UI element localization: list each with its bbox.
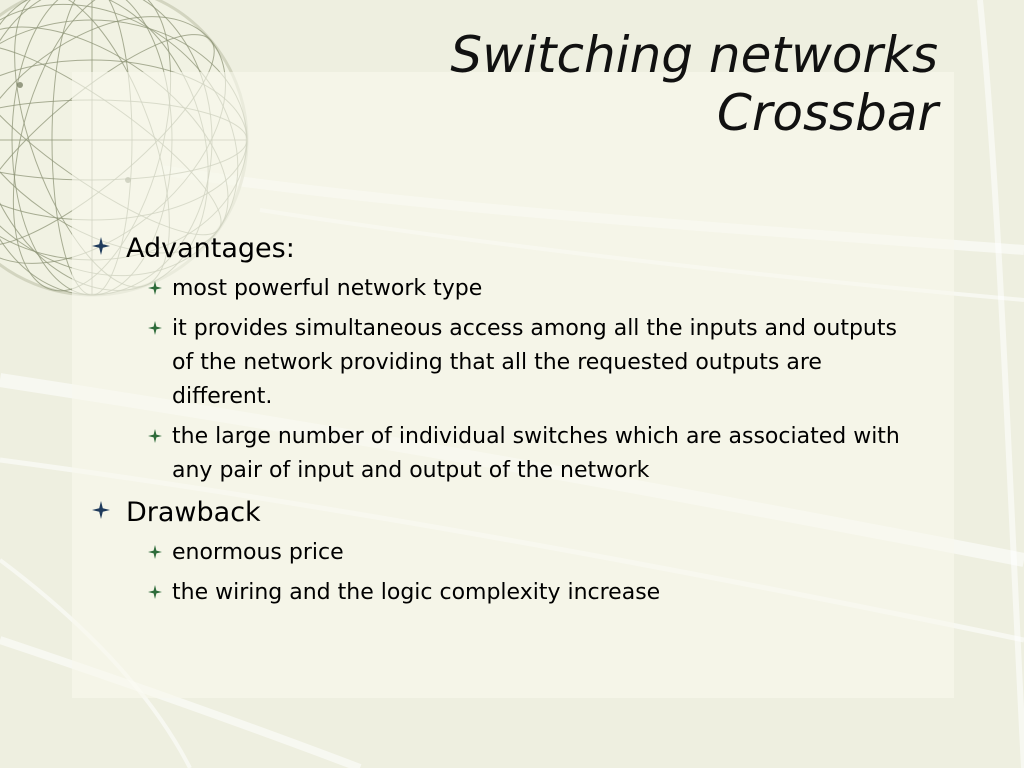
- section-advantages: Advantages: most powerful network type i…: [92, 230, 912, 488]
- four-point-star-icon: [148, 429, 162, 443]
- content-panel: [72, 72, 954, 698]
- four-point-star-icon: [92, 237, 110, 255]
- list-item: it provides simultaneous access among al…: [126, 312, 912, 414]
- advantages-list: most powerful network type it provides s…: [126, 272, 912, 488]
- four-point-star-icon: [148, 545, 162, 559]
- section-label: Drawback: [126, 497, 261, 528]
- drawback-list: enormous price the wiring and the logic …: [126, 536, 912, 610]
- list-item-text: enormous price: [172, 540, 344, 565]
- list-item-text: the wiring and the logic complexity incr…: [172, 580, 661, 605]
- list-item-text: most powerful network type: [172, 276, 483, 301]
- four-point-star-icon: [148, 321, 162, 335]
- list-item-text: the large number of individual switches …: [172, 424, 900, 483]
- title-line-2: Crossbar: [716, 84, 938, 142]
- section-drawback: Drawback enormous price the wiring and t…: [92, 494, 912, 610]
- bullet-list: Advantages: most powerful network type i…: [92, 230, 912, 616]
- four-point-star-icon: [148, 281, 162, 295]
- list-item: most powerful network type: [126, 272, 912, 306]
- title-line-1: Switching networks: [450, 26, 938, 84]
- list-item-text: it provides simultaneous access among al…: [172, 316, 897, 409]
- list-item: the large number of individual switches …: [126, 420, 912, 488]
- list-item: the wiring and the logic complexity incr…: [126, 576, 912, 610]
- list-item: enormous price: [126, 536, 912, 570]
- four-point-star-icon: [148, 585, 162, 599]
- slide-title: Switching networks Crossbar: [238, 26, 938, 142]
- section-label: Advantages:: [126, 233, 295, 264]
- four-point-star-icon: [92, 501, 110, 519]
